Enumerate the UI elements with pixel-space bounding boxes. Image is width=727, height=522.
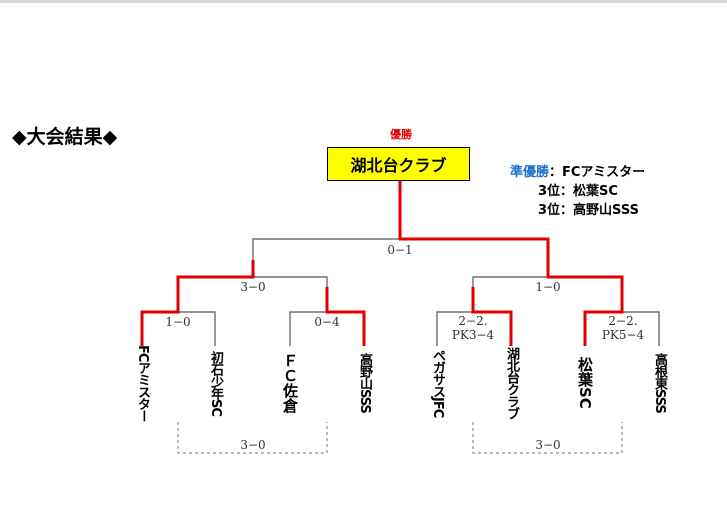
team-name: 湖北台クラブ: [504, 347, 519, 419]
champion-label: 優勝: [390, 128, 412, 141]
runner-up-row: 準優勝：FCアミスター: [510, 163, 645, 182]
qf4-winner: [583, 287, 624, 346]
results-summary: 準優勝：FCアミスター 3位：松葉SC 3位：高野山SSS: [510, 163, 645, 220]
champion-team: 湖北台クラブ: [350, 156, 447, 175]
qf2-line-left: [289, 311, 327, 346]
page-title: ◆大会結果◆: [12, 126, 118, 148]
score-qf4: 2−2. PK5−4: [596, 314, 650, 342]
score-qf4-line1: 2−2.: [608, 314, 638, 328]
top-border: [0, 0, 727, 3]
qf2-winner: [325, 287, 366, 346]
third-place-row-b: 3位：高野山SSS: [538, 203, 639, 218]
score-semi-right: 1−0: [535, 280, 561, 294]
qf1-winner: [140, 287, 180, 346]
score-final: 0−1: [387, 243, 413, 257]
qf3-winner: [471, 287, 513, 346]
team-name: ペガサスJFC: [430, 348, 445, 418]
score-semi-left: 3−0: [240, 280, 266, 294]
semi-right-winner: [546, 260, 624, 287]
team-name: FCアミスター: [135, 344, 150, 422]
team-name: 高野山SSS: [357, 353, 372, 413]
final-line-left: [252, 238, 400, 260]
score-third-right: 3−0: [535, 438, 561, 452]
team-name: ＦＣ佐倉: [281, 353, 299, 413]
score-qf3-line1: 2−2.: [458, 314, 488, 328]
score-qf3-line2: PK3−4: [451, 328, 495, 342]
semi-left-line-right: [253, 276, 328, 287]
score-qf3: 2−2. PK3−4: [446, 314, 500, 342]
team-name: 初石少年SC: [208, 350, 223, 416]
score-qf1: 1−0: [165, 315, 191, 329]
team-name: 高根東SSS: [652, 353, 667, 413]
semi-left-winner: [176, 260, 255, 287]
qf3-line-left: [436, 311, 473, 346]
score-qf2: 0−4: [314, 315, 340, 329]
third-place-row-a: 3位：松葉SC: [538, 184, 618, 199]
semi-right-line-left: [472, 276, 548, 287]
score-third-left: 3−0: [240, 438, 266, 452]
runner-up-value: ：FCアミスター: [549, 165, 646, 180]
qf1-line-right: [178, 311, 216, 346]
score-qf4-line2: PK5−4: [601, 328, 645, 342]
runner-up-tag: 準優勝: [510, 165, 550, 180]
qf4-line-right: [622, 311, 660, 346]
team-name: 松葉SC: [576, 357, 594, 409]
champion-box: 湖北台クラブ: [327, 147, 470, 181]
champion-stem: [398, 181, 550, 260]
